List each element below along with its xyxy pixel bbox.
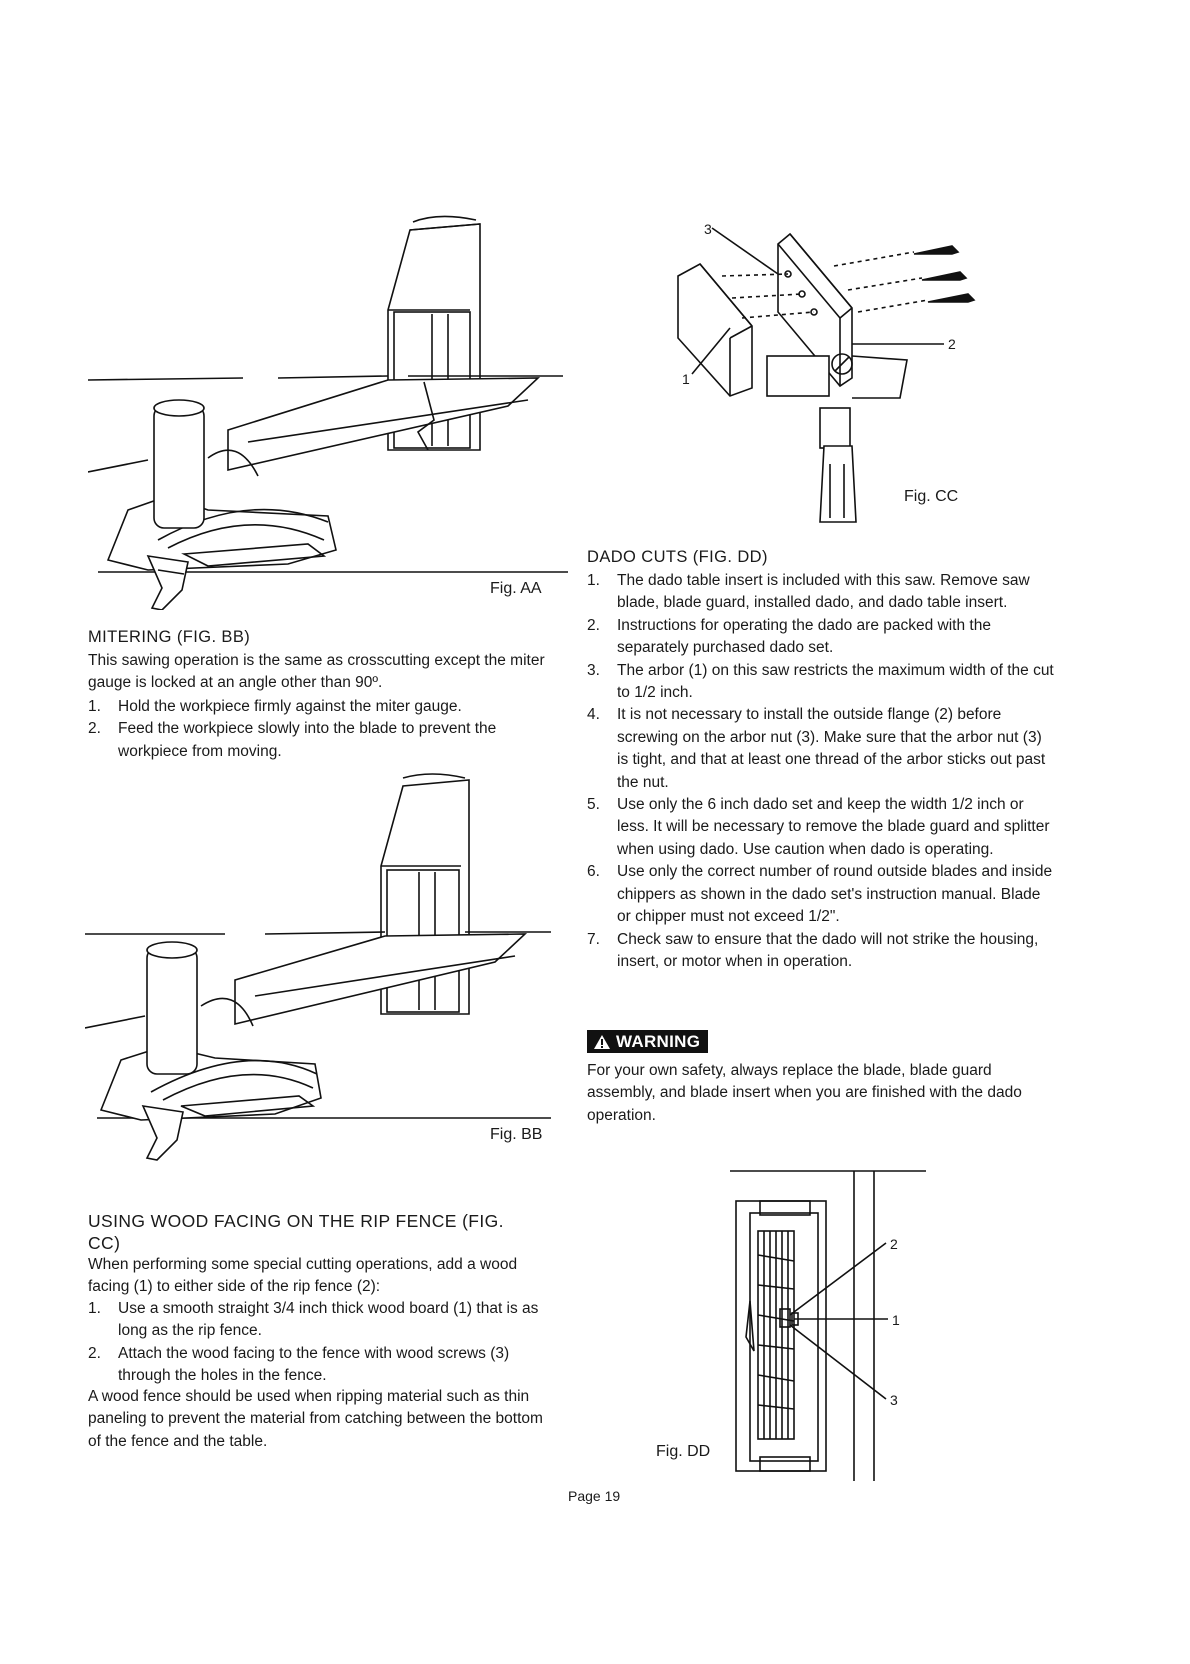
figure-cc-callout-1: 1 bbox=[682, 371, 690, 387]
warning-triangle-icon bbox=[594, 1035, 610, 1049]
list-item: 4.It is not necessary to install the out… bbox=[587, 706, 1046, 791]
warning-label: WARNING bbox=[616, 1032, 701, 1051]
figure-cc: 3 1 2 Fig. CC bbox=[652, 208, 992, 538]
dado-steps: 1.The dado table insert is included with… bbox=[587, 570, 1057, 973]
wood-facing-steps: 1.Use a smooth straight 3/4 inch thick w… bbox=[88, 1298, 558, 1388]
list-item: 1.Hold the workpiece firmly against the … bbox=[88, 698, 462, 715]
figure-bb-label: Fig. BB bbox=[490, 1126, 543, 1143]
figure-dd: 2 1 3 Fig. DD bbox=[650, 1165, 990, 1485]
mitering-steps: 1.Hold the workpiece firmly against the … bbox=[88, 696, 548, 763]
figure-cc-illustration: 3 1 2 bbox=[677, 221, 976, 523]
figure-dd-label: Fig. DD bbox=[656, 1443, 711, 1460]
figure-dd-callout-2: 2 bbox=[890, 1236, 898, 1252]
warning-badge: WARNING bbox=[587, 1030, 709, 1053]
wood-facing-outro: A wood fence should be used when ripping… bbox=[88, 1388, 543, 1450]
figure-dd-callout-3: 3 bbox=[890, 1392, 898, 1408]
wood-facing-intro: When performing some special cutting ope… bbox=[88, 1256, 518, 1296]
list-item: 5.Use only the 6 inch dado set and keep … bbox=[587, 796, 1050, 858]
list-item: 2.Attach the wood facing to the fence wi… bbox=[88, 1344, 510, 1385]
mitering-intro: This sawing operation is the same as cro… bbox=[88, 652, 545, 692]
list-item: 1.The dado table insert is included with… bbox=[587, 572, 1030, 612]
page-number: Page 19 bbox=[568, 1488, 621, 1504]
figure-bb-illustration bbox=[85, 773, 551, 1161]
wood-facing-heading: USING WOOD FACING ON THE RIP FENCE (FIG.… bbox=[88, 1211, 504, 1253]
figure-cc-callout-3: 3 bbox=[704, 221, 712, 237]
figure-cc-callout-2: 2 bbox=[948, 336, 956, 352]
list-item: 2.Instructions for operating the dado ar… bbox=[587, 616, 991, 657]
mitering-heading: MITERING (FIG. BB) bbox=[88, 628, 251, 646]
list-item: 2.Feed the workpiece slowly into the bla… bbox=[88, 720, 497, 760]
warning-text: For your own safety, always replace the … bbox=[587, 1062, 1022, 1124]
dado-heading: DADO CUTS (FIG. DD) bbox=[587, 548, 768, 566]
figure-dd-illustration: 2 1 3 bbox=[730, 1170, 926, 1481]
list-item: 7.Check saw to ensure that the dado will… bbox=[587, 930, 1039, 970]
figure-aa: Fig. AA bbox=[88, 210, 568, 610]
figure-aa-illustration bbox=[88, 215, 568, 610]
list-item: 6.Use only the correct number of round o… bbox=[587, 863, 1053, 926]
list-item: 1.Use a smooth straight 3/4 inch thick w… bbox=[88, 1300, 539, 1340]
figure-cc-label: Fig. CC bbox=[904, 488, 959, 505]
figure-bb: Fig. BB bbox=[85, 770, 565, 1170]
figure-aa-label: Fig. AA bbox=[490, 580, 542, 597]
figure-dd-callout-1: 1 bbox=[892, 1312, 900, 1328]
list-item: 3.The arbor (1) on this saw restricts th… bbox=[587, 661, 1054, 702]
